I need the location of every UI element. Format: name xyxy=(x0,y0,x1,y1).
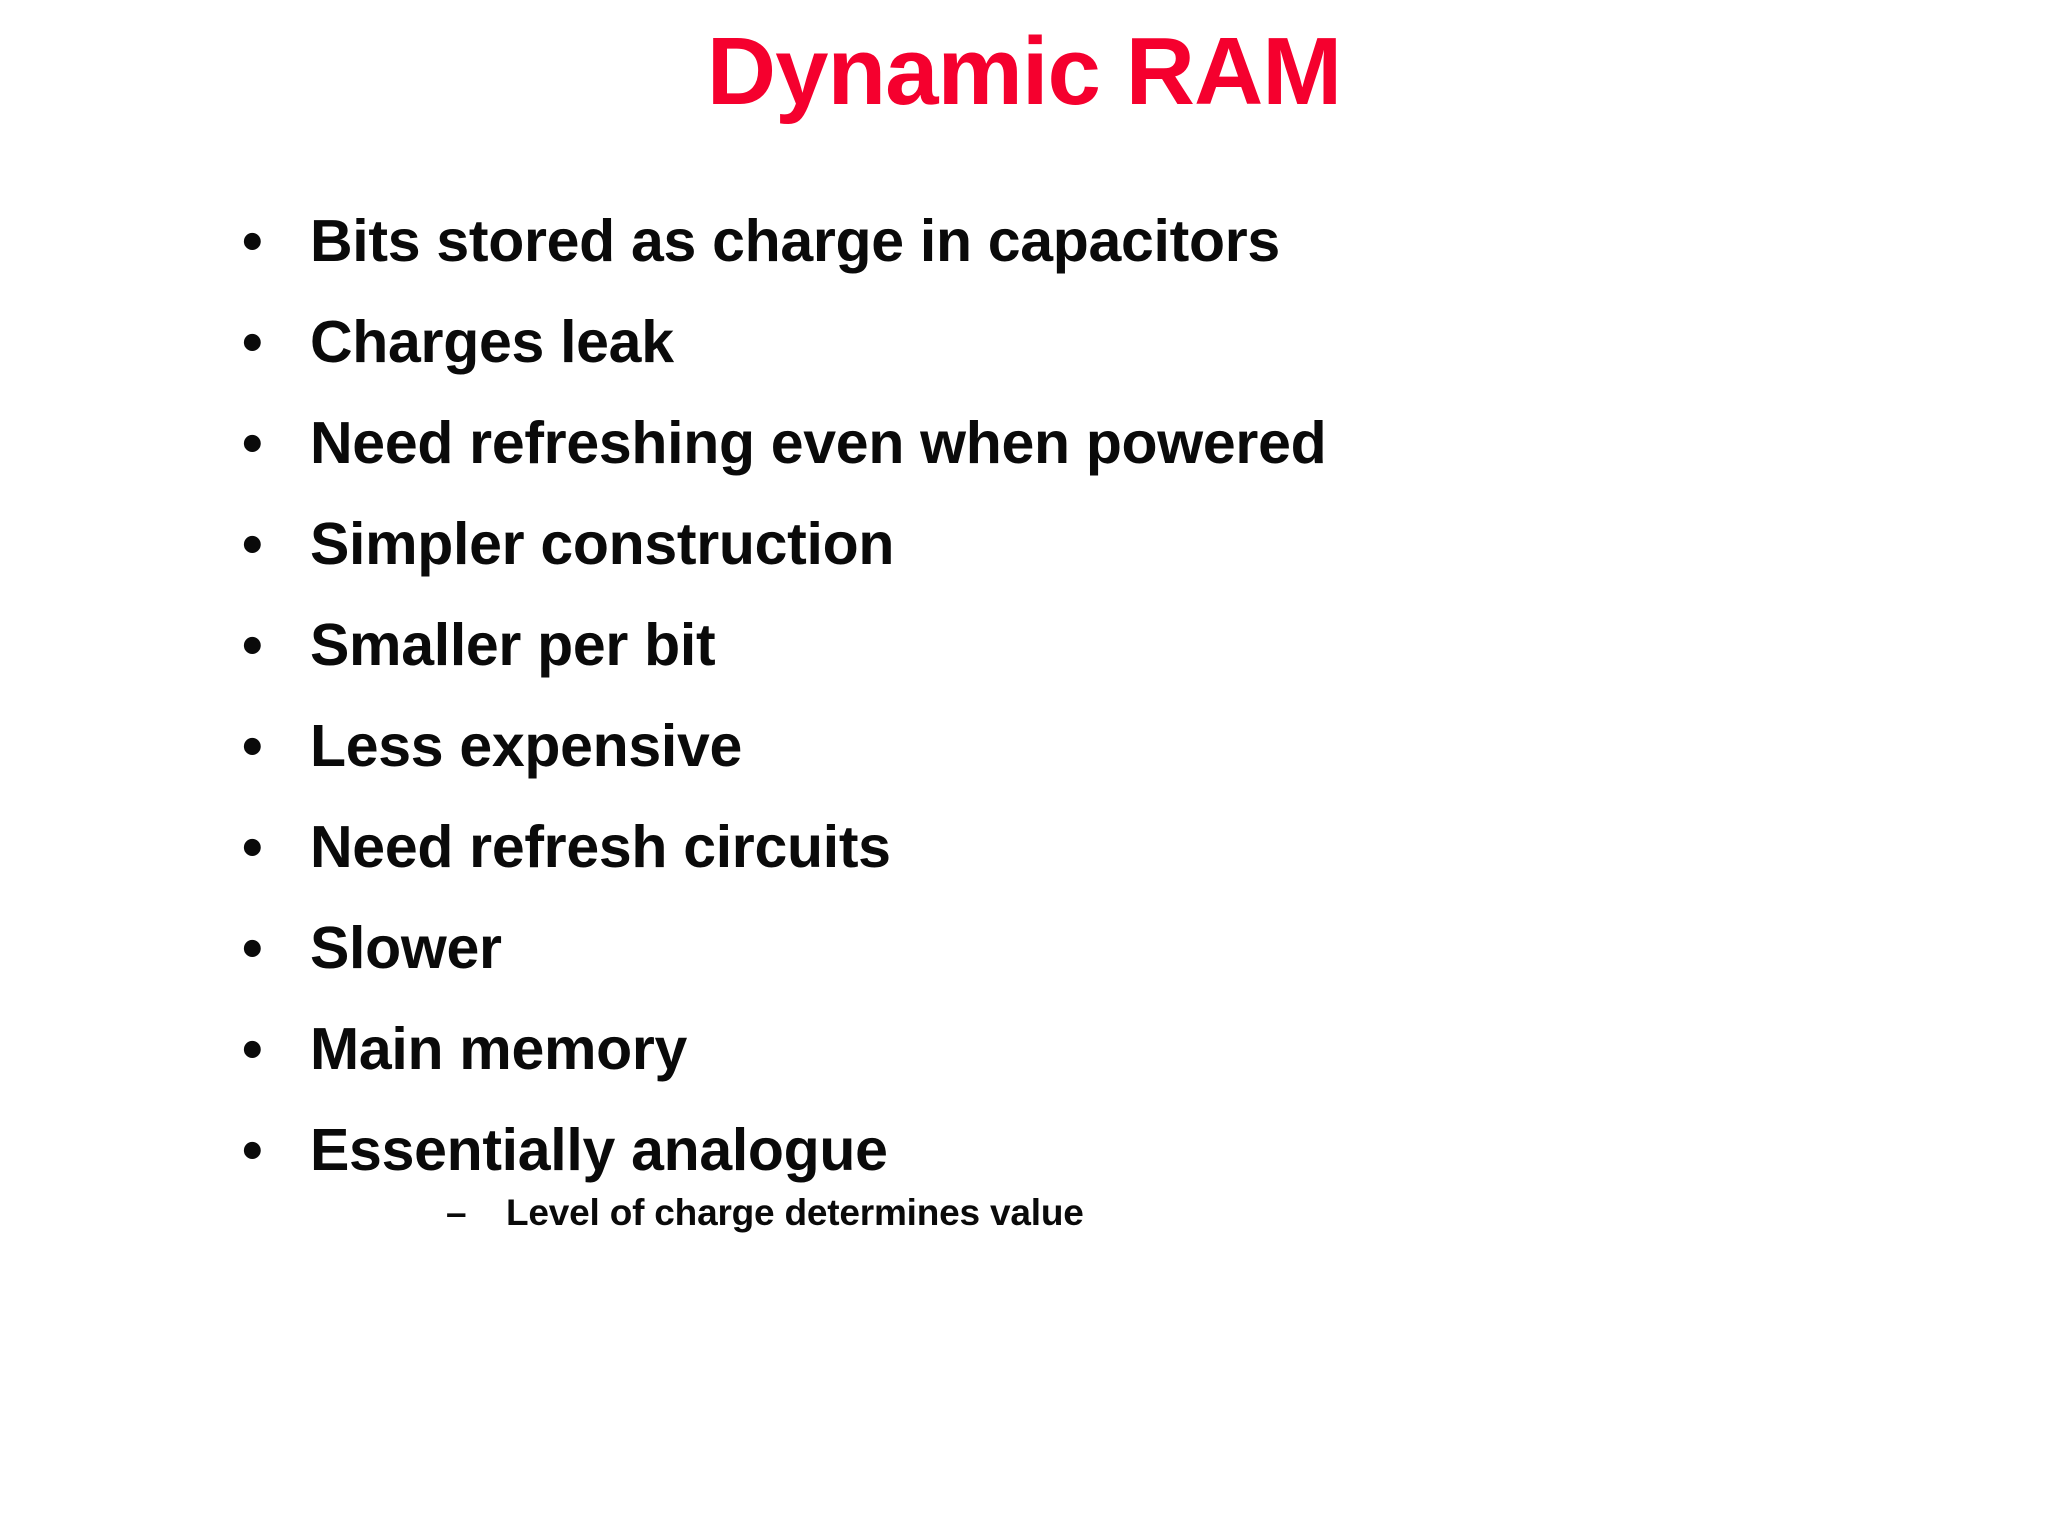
list-item: • Need refreshing even when powered xyxy=(228,414,1968,473)
list-item-label: Less expensive xyxy=(310,713,743,779)
bullet-dot-icon: • xyxy=(242,208,263,274)
list-item-label: Essentially analogue xyxy=(310,1117,888,1183)
slide-body: • Bits stored as charge in capacitors • … xyxy=(228,212,1968,1273)
bullet-dot-icon: • xyxy=(242,814,263,880)
list-item-label: Bits stored as charge in capacitors xyxy=(310,208,1280,274)
list-item: • Charges leak xyxy=(228,313,1968,372)
list-item: • Bits stored as charge in capacitors xyxy=(228,212,1968,271)
page-title: Dynamic RAM xyxy=(706,18,1342,125)
bullet-dot-icon: • xyxy=(242,1016,263,1082)
list-item-label: Main memory xyxy=(310,1016,688,1082)
bullet-dot-icon: • xyxy=(242,713,263,779)
bullet-dot-icon: • xyxy=(242,612,263,678)
list-item: • Slower xyxy=(228,919,1968,978)
sub-list-item-label: Level of charge determines value xyxy=(506,1192,1084,1233)
sub-bullet-list: – Level of charge determines value xyxy=(310,1194,1968,1231)
list-item: • Less expensive xyxy=(228,717,1968,776)
list-item: • Main memory xyxy=(228,1020,1968,1079)
bullet-dot-icon: • xyxy=(242,309,263,375)
list-item-label: Smaller per bit xyxy=(310,612,716,678)
bullet-dot-icon: • xyxy=(242,511,263,577)
list-item: • Simpler construction xyxy=(228,515,1968,574)
list-item: • Need refresh circuits xyxy=(228,818,1968,877)
list-item-label: Simpler construction xyxy=(310,511,895,577)
sub-list-item: – Level of charge determines value xyxy=(310,1194,1968,1231)
list-item-label: Charges leak xyxy=(310,309,674,375)
list-item-label: Slower xyxy=(310,915,502,981)
list-item-label: Need refreshing even when powered xyxy=(310,410,1327,476)
list-item-label: Need refresh circuits xyxy=(310,814,891,880)
bullet-dot-icon: • xyxy=(242,1117,263,1183)
dash-icon: – xyxy=(446,1192,467,1233)
bullet-dot-icon: • xyxy=(242,410,263,476)
list-item: • Smaller per bit xyxy=(228,616,1968,675)
list-item: • Essentially analogue – Level of charge… xyxy=(228,1117,1968,1232)
bullet-list: • Bits stored as charge in capacitors • … xyxy=(228,212,1968,1232)
bullet-dot-icon: • xyxy=(242,915,263,981)
